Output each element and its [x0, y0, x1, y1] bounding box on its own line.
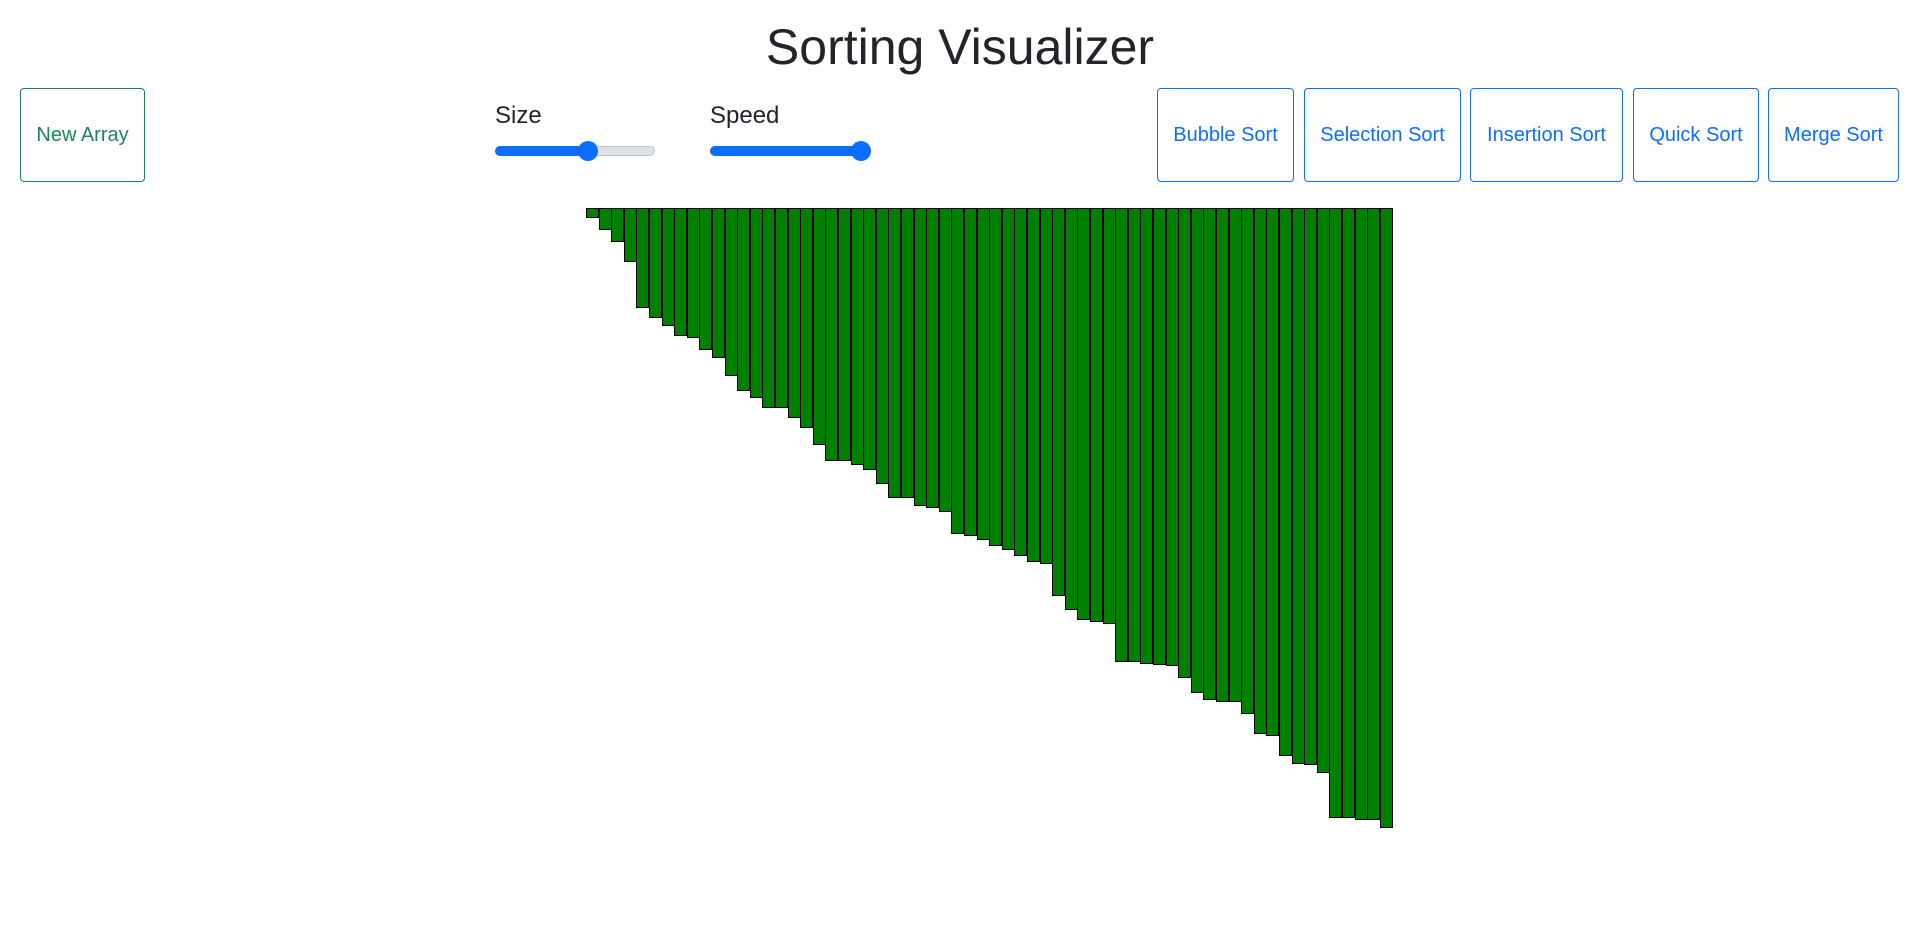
array-bar	[1077, 208, 1091, 620]
size-slider-thumb[interactable]	[577, 141, 598, 161]
array-bar	[749, 208, 763, 398]
array-bar	[1001, 208, 1015, 550]
array-bar	[1216, 208, 1229, 702]
array-bar	[674, 208, 688, 336]
array-bar	[699, 208, 713, 350]
array-bar	[712, 208, 725, 358]
array-bar	[964, 208, 977, 536]
array-bar	[1253, 208, 1267, 734]
array-bar	[762, 208, 776, 408]
array-bar	[1178, 208, 1192, 678]
page-title: Sorting Visualizer	[765, 19, 1155, 75]
array-bar	[1115, 208, 1129, 662]
array-bar	[825, 208, 839, 461]
array-bar	[737, 208, 751, 391]
size-label: Size	[495, 102, 542, 129]
array-bar	[1342, 208, 1355, 818]
array-bar	[951, 208, 965, 534]
array-bar	[661, 208, 675, 326]
array-bar	[938, 208, 952, 512]
array-bar	[686, 208, 700, 338]
size-slider-fill	[495, 146, 587, 156]
insertion-sort-button[interactable]: Insertion Sort	[1470, 88, 1623, 182]
speed-slider-thumb[interactable]	[851, 141, 872, 161]
array-bar	[989, 208, 1003, 546]
array-bar	[888, 208, 902, 498]
array-bar	[1266, 208, 1280, 736]
array-bar	[1291, 208, 1305, 764]
array-bar	[926, 208, 940, 508]
array-bar	[1279, 208, 1292, 756]
speed-slider[interactable]	[710, 141, 872, 161]
array-bar	[1153, 208, 1166, 665]
array-bar	[649, 208, 662, 318]
array-bar	[598, 208, 612, 230]
quick-sort-button[interactable]: Quick Sort	[1633, 88, 1759, 182]
array-bar	[1140, 208, 1154, 664]
array-bar	[1127, 208, 1141, 662]
new-array-button[interactable]: New Array	[20, 88, 145, 182]
array-bar	[1203, 208, 1217, 700]
array-bar	[787, 208, 801, 418]
array-bar	[812, 208, 826, 445]
array-bar	[1102, 208, 1116, 624]
array-bar	[1064, 208, 1078, 610]
array-bar	[1190, 208, 1204, 693]
array-bar	[863, 208, 877, 470]
array-bar	[800, 208, 814, 428]
array-bar	[1379, 208, 1393, 828]
array-bar	[1329, 208, 1343, 818]
selection-sort-button[interactable]: Selection Sort	[1304, 88, 1461, 182]
array-bar	[838, 208, 851, 461]
speed-slider-fill	[710, 146, 861, 156]
array-bar	[1090, 208, 1103, 622]
array-bar	[875, 208, 889, 484]
array-bar	[775, 208, 788, 408]
array-bar	[1354, 208, 1368, 820]
array-bar	[1367, 208, 1381, 820]
array-bar	[623, 208, 637, 262]
array-bar	[611, 208, 625, 242]
array-bar	[1316, 208, 1330, 773]
array-bar	[1027, 208, 1040, 562]
merge-sort-button[interactable]: Merge Sort	[1768, 88, 1899, 182]
array-bar	[1014, 208, 1028, 556]
array-bar	[1241, 208, 1255, 714]
array-bar	[1165, 208, 1179, 666]
array-bar	[1039, 208, 1053, 564]
speed-label: Speed	[710, 102, 780, 129]
bubble-sort-button[interactable]: Bubble Sort	[1157, 88, 1294, 182]
array-bar	[1052, 208, 1066, 596]
array-bar	[976, 208, 990, 540]
array-bar	[1304, 208, 1318, 765]
array-bar	[850, 208, 864, 465]
array-bar	[586, 208, 599, 218]
array-bar	[724, 208, 738, 376]
array-bar	[1228, 208, 1242, 702]
array-bar	[636, 208, 650, 308]
array-bar	[901, 208, 914, 498]
array-bar	[913, 208, 927, 506]
size-slider[interactable]	[495, 141, 655, 161]
